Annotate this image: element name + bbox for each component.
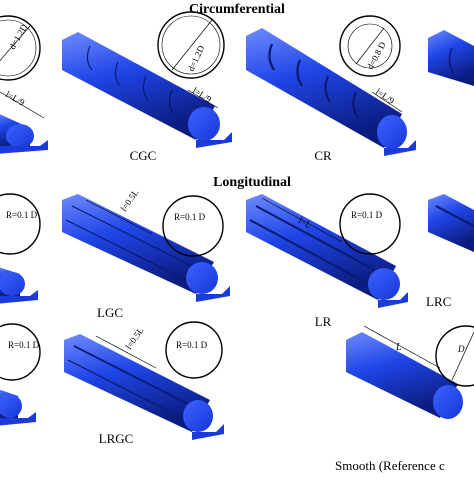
- dimension-line-l: [95, 335, 157, 369]
- cross-section-circle: [0, 323, 41, 381]
- cylinder-end-cap: [186, 262, 218, 294]
- cell-cr: d=0.8 D l=L/9 CR: [246, 15, 416, 163]
- diameter-line: [0, 25, 31, 62]
- dimension-label-d: d=1.2D: [186, 43, 207, 72]
- model-label-lgc: LGC: [97, 305, 123, 320]
- cylinder-body: [428, 30, 474, 86]
- cross-section-inner-circle: [0, 19, 37, 77]
- model-label-lrgc: LRGC: [99, 431, 134, 446]
- model-label-cgc: CGC: [130, 148, 157, 163]
- cross-section-inner-circle: [347, 23, 393, 69]
- cross-section-circle: [435, 325, 474, 387]
- cylinder-end-cap: [0, 272, 25, 296]
- cell-circumferential-right: [428, 30, 474, 86]
- dimension-line-l: [0, 91, 45, 119]
- longitudinal-groove: [71, 205, 205, 273]
- dimension-label-l: l=0.5L: [118, 187, 140, 213]
- diameter-line: [171, 19, 213, 71]
- groove-ring: [86, 45, 93, 71]
- cross-section-circle: [339, 15, 401, 77]
- diameter-line: [451, 331, 474, 381]
- rib-ring: [268, 43, 275, 71]
- rib-ring: [296, 59, 303, 87]
- radius-label: R=0.1 D: [174, 212, 206, 222]
- dimension-line-l: [371, 91, 403, 113]
- cylinder-end-cap: [6, 124, 34, 148]
- cross-section-circle: [162, 195, 224, 257]
- cylinder-body: [346, 332, 458, 418]
- radius-label: R=0.1 D: [176, 340, 208, 350]
- cell-lrgc: l=0.5L R=0.1 D LRGC: [64, 321, 224, 446]
- groove-ring: [448, 47, 455, 75]
- radius-label: R=0.1 D: [351, 210, 383, 220]
- cell-cgc: d=1.2D l=L/9 CGC: [62, 11, 232, 163]
- diameter-line: [355, 27, 385, 65]
- cylinder-end-cap: [188, 107, 220, 141]
- longitudinal-rib: [249, 219, 381, 291]
- support-plate: [0, 140, 48, 154]
- cell-circumferential-left: d=1.2D l=L/9: [0, 15, 48, 154]
- cross-section-circle: [157, 11, 225, 79]
- cell-longitudinal-left: R=0.1 D: [0, 193, 41, 304]
- support-plate: [384, 140, 416, 156]
- dimension-line-l: [261, 197, 343, 243]
- section-title-longitudinal: Longitudinal: [213, 175, 291, 190]
- cell-lgc: l=0.5L R=0.1 D LGC: [62, 187, 230, 320]
- support-plate: [192, 424, 224, 440]
- longitudinal-groove: [65, 219, 199, 287]
- radius-label: R=0.1 D: [6, 210, 38, 220]
- support-plate: [0, 412, 36, 426]
- dimension-line-l: [363, 325, 441, 369]
- cylinder-body: [246, 28, 402, 148]
- cell-lr: l=L R=0.1 D LR: [246, 193, 408, 329]
- support-plate: [0, 290, 38, 304]
- section-title-circumferential: Circumferential: [189, 2, 285, 17]
- cross-section-circle: [0, 15, 41, 81]
- rib-ring: [324, 75, 331, 103]
- support-plate: [196, 286, 230, 302]
- longitudinal-rib: [435, 205, 474, 227]
- cell-smooth: L D Smooth (Reference c: [335, 325, 474, 473]
- dimension-label-l: l=0.5L: [123, 325, 145, 351]
- dimension-line-l: [187, 89, 219, 109]
- cross-section-circle: [165, 321, 223, 379]
- dimension-label-d: d=1.2D: [7, 22, 30, 51]
- support-plate: [378, 292, 408, 308]
- radius-label: R=0.1 D: [8, 340, 40, 350]
- cylinder-end-cap: [183, 400, 213, 432]
- dimension-label-l: L: [395, 342, 402, 353]
- dimension-label-d: D: [457, 344, 465, 354]
- model-label-cr: CR: [314, 148, 332, 163]
- groove-ring: [168, 89, 175, 115]
- cell-longitudinal-left-bottom: R=0.1 D: [0, 323, 41, 426]
- groove-ring: [142, 75, 149, 101]
- cylinder-end-cap: [377, 115, 407, 149]
- dimension-label-d: d=0.8 D: [365, 40, 388, 71]
- cylinder-end-cap: [0, 394, 22, 418]
- model-label-smooth: Smooth (Reference c: [335, 458, 445, 473]
- dimension-label-l: l=L/9: [4, 89, 27, 108]
- model-label-lr: LR: [315, 314, 332, 329]
- cylinder-end-cap: [433, 385, 463, 419]
- longitudinal-rib: [73, 345, 201, 411]
- dimension-line-l: [85, 199, 153, 235]
- groove-ring: [114, 61, 121, 87]
- cylinder-body: [62, 194, 214, 294]
- longitudinal-rib: [255, 205, 387, 277]
- longitudinal-groove: [67, 359, 195, 425]
- cross-section-circle: [0, 193, 41, 255]
- cross-section-circle: [339, 193, 401, 255]
- cell-lrc: LRC: [426, 194, 474, 309]
- model-label-lrc: LRC: [426, 294, 451, 309]
- cylinder-end-cap: [368, 268, 400, 300]
- support-plate: [196, 132, 232, 148]
- cylinder-body: [62, 32, 215, 140]
- rib-ring: [352, 91, 359, 119]
- cross-section-inner-circle: [161, 15, 221, 75]
